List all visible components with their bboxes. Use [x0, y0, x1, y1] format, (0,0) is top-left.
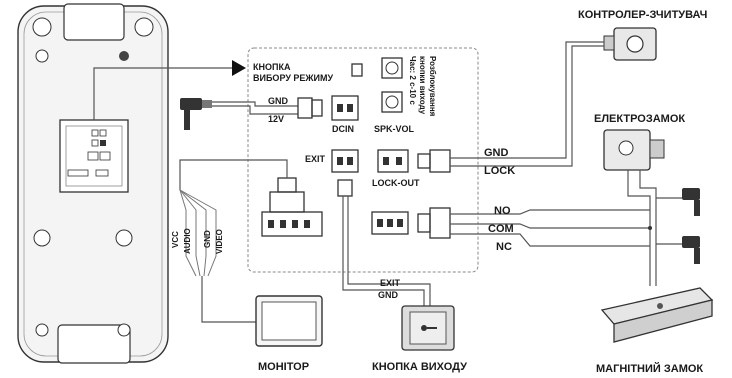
exit-gnd-wire-label: GND — [378, 290, 399, 300]
dc-plug-right-1-icon — [656, 188, 700, 216]
reader-lock-label: LOCK — [484, 165, 515, 177]
reader-device — [603, 27, 657, 61]
relay-connector — [371, 211, 409, 235]
exit-button-device — [401, 305, 455, 351]
vcc-label: VCC — [171, 231, 180, 248]
dc-12v-label: 12V — [268, 114, 284, 124]
zoom-pointer-line — [93, 67, 232, 120]
mode-button — [351, 63, 363, 77]
monitor-label: МОНІТОР — [258, 361, 309, 373]
relay-nc-label: NC — [496, 241, 512, 253]
reader-label: КОНТРОЛЕР-ЗЧИТУВАЧ — [578, 9, 707, 21]
dcin-connector — [331, 95, 359, 121]
electrolock-label: ЕЛЕКТРОЗАМОК — [594, 113, 685, 125]
lock-out-connector — [377, 149, 409, 173]
mode-button-label-1: КНОПКА — [253, 62, 291, 72]
dc-gnd-label: GND — [268, 96, 289, 106]
dc-plug-right-2-icon — [656, 236, 700, 264]
lock-out-label: LOCK-OUT — [372, 178, 420, 188]
magnetic-lock-device — [600, 287, 714, 343]
monitor-device — [255, 295, 323, 347]
unlock-text-1: Розблокування — [428, 56, 437, 117]
audio-label: AUDIO — [183, 228, 192, 254]
spk-vol-label: SPK-VOL — [374, 124, 415, 134]
zoom-arrow-icon — [232, 60, 246, 76]
exit-wire-label: EXIT — [380, 278, 401, 288]
gnd-vert-label: GND — [203, 230, 212, 248]
relay-no-label: NO — [494, 205, 511, 217]
reader-gnd-label: GND — [484, 147, 509, 159]
call-panel — [17, 3, 169, 364]
video-label: VIDEO — [215, 229, 224, 254]
mode-button-label-2: ВИБОРУ РЕЖИМУ — [253, 73, 334, 83]
dcin-label: DCIN — [332, 124, 354, 134]
dc-plug-icon — [180, 98, 212, 130]
key-icon — [421, 325, 427, 331]
exit-label: EXIT — [305, 154, 326, 164]
electrolock-device — [603, 129, 665, 171]
relay-com-label: COM — [488, 223, 514, 235]
exit-button-label: КНОПКА ВИХОДУ — [372, 361, 467, 373]
unlock-text-3: Час: 2 с-10 с — [408, 56, 417, 105]
exit-connector — [331, 149, 359, 173]
magnetic-lock-label: МАГНІТНИЙ ЗАМОК — [596, 362, 703, 375]
unlock-text-2: кнопки виходу — [418, 56, 427, 115]
